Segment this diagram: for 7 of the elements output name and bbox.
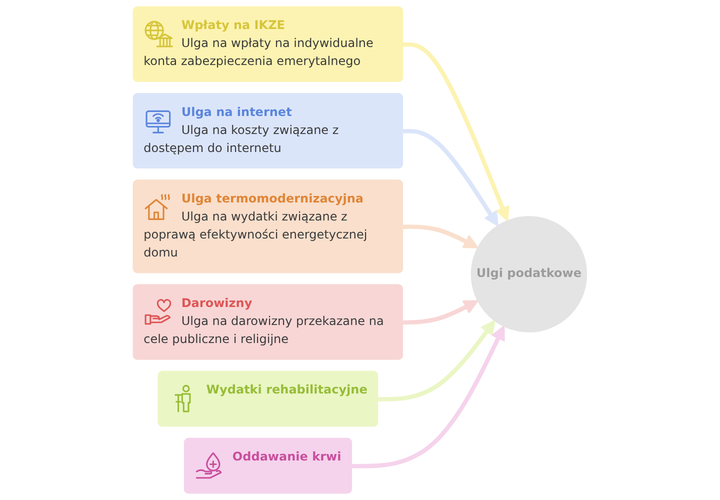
arrow [403, 42, 510, 222]
arrow [403, 224, 478, 248]
node-circle: Ulgi podatkowe [470, 216, 588, 332]
arrow [403, 129, 498, 226]
arrow [378, 320, 496, 402]
arrow [352, 326, 505, 468]
arrow [403, 300, 478, 325]
